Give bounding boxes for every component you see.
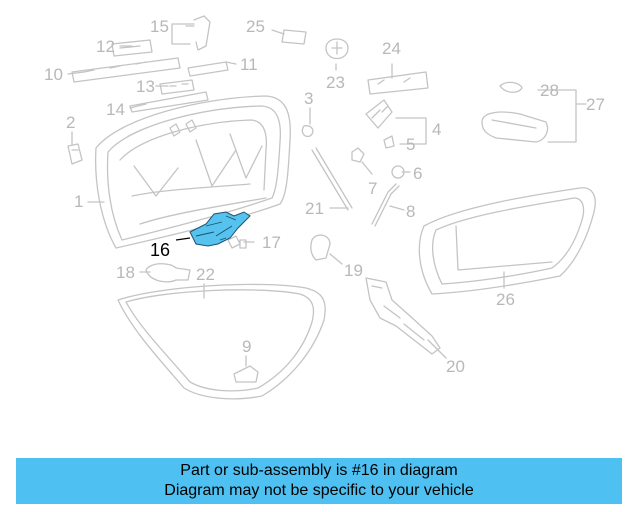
callout-25: 25 bbox=[246, 17, 265, 36]
callout-21: 21 bbox=[305, 199, 324, 218]
parts-diagram: 1 2 3 4 5 6 7 8 9 10 11 12 13 14 15 16 1… bbox=[44, 15, 605, 400]
info-banner: Part or sub-assembly is #16 in diagram D… bbox=[16, 458, 622, 504]
callout-15: 15 bbox=[150, 17, 169, 36]
callout-19: 19 bbox=[344, 261, 363, 280]
callout-24: 24 bbox=[382, 39, 401, 58]
highlighted-part-16 bbox=[175, 211, 251, 247]
callout-14: 14 bbox=[106, 100, 125, 119]
callout-1: 1 bbox=[74, 192, 84, 211]
callout-18: 18 bbox=[116, 263, 135, 282]
diagram-drawing bbox=[67, 15, 596, 400]
callout-8: 8 bbox=[406, 202, 416, 221]
callout-27: 27 bbox=[586, 95, 605, 114]
callout-12: 12 bbox=[96, 37, 115, 56]
callout-26: 26 bbox=[496, 290, 515, 309]
callout-23: 23 bbox=[326, 73, 345, 92]
callout-6: 6 bbox=[413, 164, 423, 183]
callout-10: 10 bbox=[44, 65, 63, 84]
callout-11: 11 bbox=[240, 55, 258, 74]
callout-5: 5 bbox=[406, 135, 416, 154]
callout-13: 13 bbox=[136, 77, 155, 96]
banner-line-1: Part or sub-assembly is #16 in diagram bbox=[180, 462, 458, 479]
callout-7: 7 bbox=[368, 179, 378, 198]
callout-4: 4 bbox=[432, 120, 442, 139]
callout-22: 22 bbox=[196, 265, 215, 284]
callout-16: 16 bbox=[150, 240, 171, 260]
trunk-lid bbox=[95, 95, 291, 249]
callout-9: 9 bbox=[242, 337, 252, 356]
callout-17: 17 bbox=[262, 233, 281, 252]
callout-2: 2 bbox=[66, 113, 76, 132]
callout-28: 28 bbox=[540, 81, 559, 100]
callout-20: 20 bbox=[446, 357, 465, 376]
banner-line-2: Diagram may not be specific to your vehi… bbox=[164, 482, 474, 499]
callout-3: 3 bbox=[304, 89, 314, 108]
